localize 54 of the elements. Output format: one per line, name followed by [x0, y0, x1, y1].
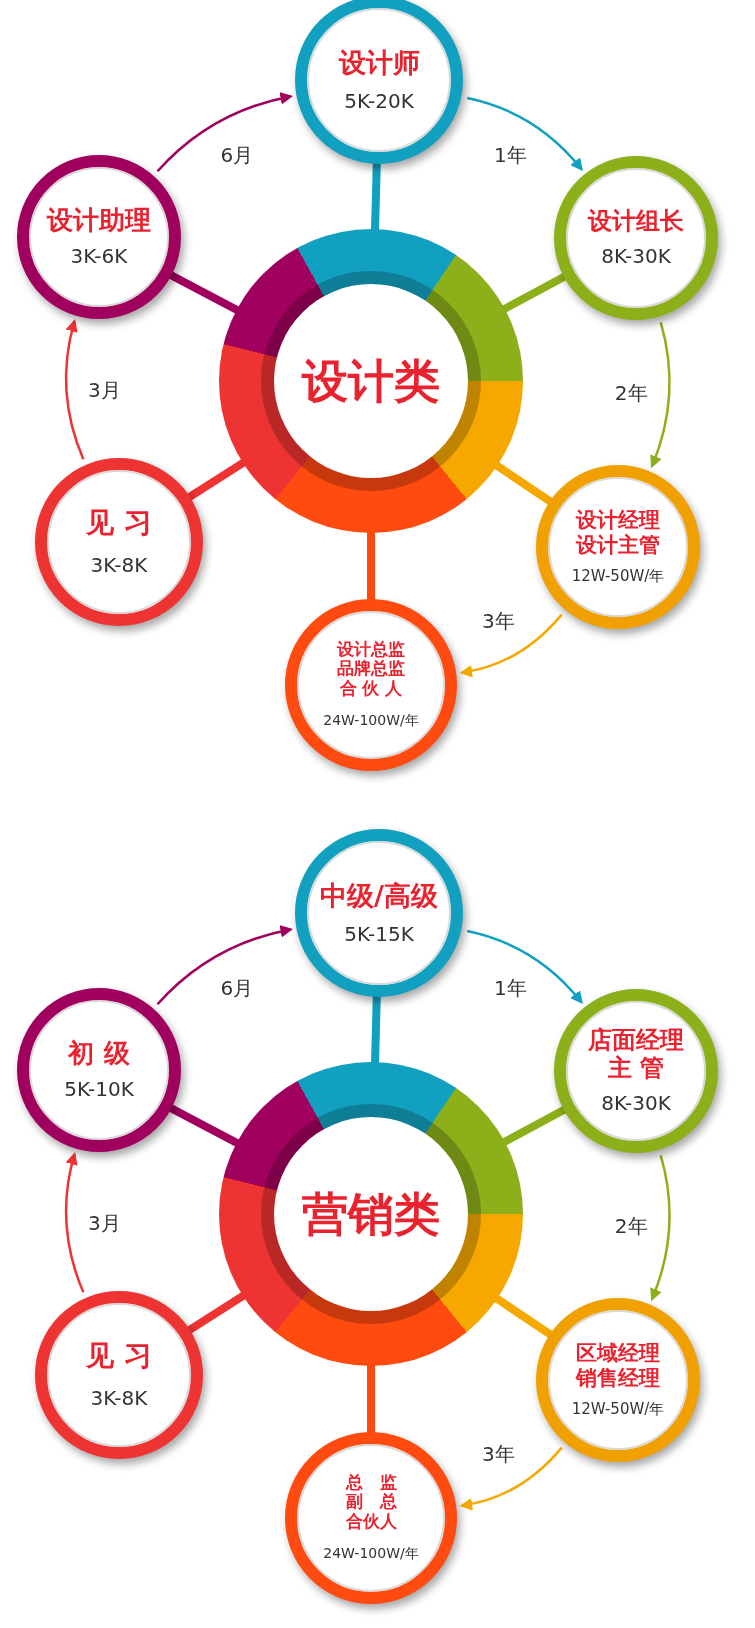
salary-text: 8K-30K: [601, 1090, 671, 1115]
salary-text: 12W-50W/年: [571, 566, 665, 586]
category-title: 设计类: [302, 354, 440, 408]
job-title: 店面经理: [588, 1027, 684, 1055]
salary-text: 8K-30K: [601, 243, 671, 268]
job-title: 初 级: [68, 1039, 130, 1069]
job-title: 品牌总监: [337, 659, 405, 679]
salary-text: 3K-8K: [90, 553, 148, 578]
job-title: 副 总: [345, 1492, 397, 1512]
job-title: 销售经理: [576, 1365, 660, 1390]
arrow: [649, 322, 671, 469]
spoke-line: [501, 272, 568, 314]
spoke-line: [493, 1294, 554, 1339]
salary-text: 24W-100W/年: [323, 712, 419, 731]
salary-text: 5K-20K: [344, 88, 414, 113]
salary-text: 5K-15K: [344, 921, 414, 946]
arrow: [649, 1155, 671, 1302]
salary-text: 5K-10K: [64, 1076, 134, 1101]
job-title: 设计经理: [576, 508, 660, 533]
job-title: 总 监: [345, 1472, 397, 1492]
spoke-line: [371, 161, 381, 232]
arrow: [64, 319, 85, 460]
category-title: 营销类: [302, 1187, 440, 1241]
job-title: 设计主管: [576, 532, 660, 557]
arrow: [459, 613, 563, 678]
arrow: [459, 1446, 563, 1511]
job-title: 合 伙 人: [339, 678, 403, 699]
job-title: 合伙人: [345, 1511, 397, 1532]
salary-text: 24W-100W/年: [323, 1545, 419, 1564]
job-title: 见 习: [86, 1339, 152, 1373]
salary-text: 3K-8K: [90, 1386, 148, 1411]
arrow: [64, 1152, 85, 1293]
job-title: 设计师: [338, 47, 420, 79]
spoke-line: [367, 531, 375, 601]
arrow: [466, 96, 583, 171]
spoke-line: [167, 1103, 241, 1148]
job-title: 主 管: [607, 1055, 665, 1083]
salary-text: 3K-6K: [70, 243, 128, 268]
career-circle: [295, 0, 463, 164]
spoke-line: [493, 461, 554, 506]
job-title: 设计助理: [47, 206, 151, 236]
arrow: [156, 92, 293, 173]
job-title: 中级/高级: [320, 880, 438, 912]
spoke-line: [371, 994, 381, 1065]
spoke-line: [501, 1105, 568, 1147]
job-title: 设计总监: [337, 639, 405, 659]
salary-text: 12W-50W/年: [571, 1399, 665, 1419]
spoke-line: [167, 270, 241, 315]
job-title: 区域经理: [576, 1341, 660, 1366]
arrow: [156, 925, 293, 1006]
job-title: 设计组长: [588, 208, 684, 236]
spoke-line: [367, 1364, 375, 1434]
arrow: [466, 929, 583, 1004]
job-title: 见 习: [86, 506, 152, 540]
